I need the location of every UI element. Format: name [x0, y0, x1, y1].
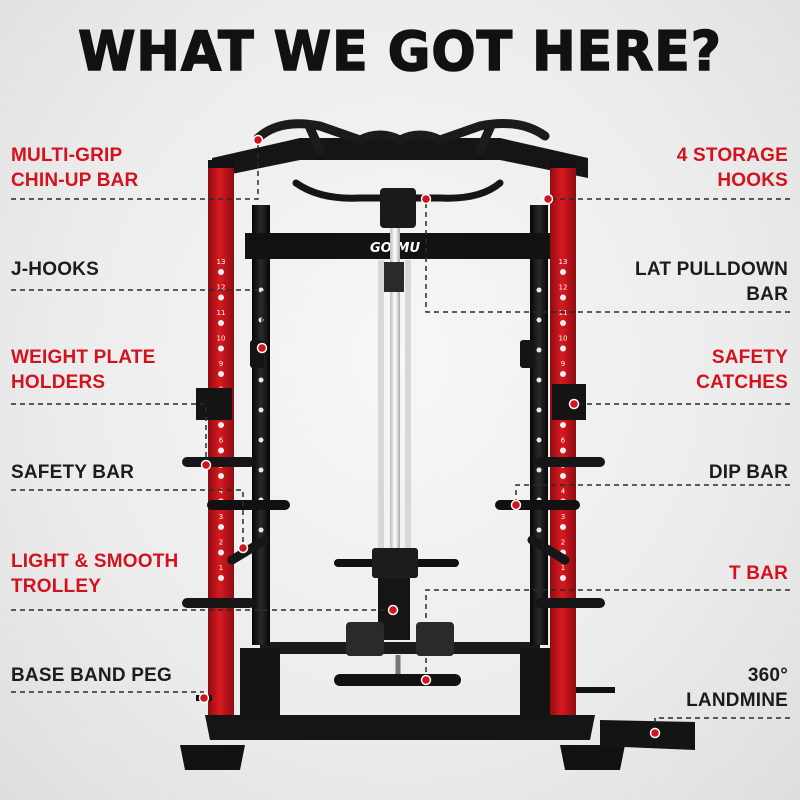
label-multi-grip-chin-up-bar: MULTI-GRIP CHIN-UP BAR [11, 143, 138, 193]
hole-number: 10 [559, 335, 568, 343]
label-line: LANDMINE [686, 690, 788, 711]
upright-hole [560, 294, 566, 301]
hole-number: 1 [219, 564, 223, 572]
lat-pulldown-bar [292, 179, 504, 228]
upright-hole [218, 320, 224, 326]
label-line: CATCHES [696, 372, 788, 393]
hole-number: 4 [219, 488, 224, 496]
upright-hole [560, 269, 566, 275]
label-line: 4 STORAGE [676, 145, 788, 166]
callout-dots [198, 134, 661, 739]
page-title: WHAT WE GOT HERE? [77, 20, 722, 85]
upright-hole [560, 447, 566, 454]
label-line: SAFETY BAR [11, 462, 135, 483]
label-weight-plate-holders: WEIGHT PLATE HOLDERS [11, 345, 156, 395]
label-safety-catches: SAFETY CATCHES [696, 345, 788, 395]
label-lat-pulldown-bar: LAT PULLDOWN BAR [635, 257, 788, 307]
label-light-smooth-trolley: LIGHT & SMOOTH TROLLEY [11, 549, 178, 599]
chin-up-bar [253, 119, 550, 155]
label-line: J-HOOKS [11, 259, 99, 280]
label-line: WEIGHT PLATE [11, 347, 156, 368]
pulley [384, 262, 404, 292]
upright-hole [218, 345, 224, 352]
label-line: MULTI-GRIP [11, 145, 123, 166]
label-4-storage-hooks: 4 STORAGE HOOKS [677, 143, 788, 193]
front-upright-right [550, 160, 576, 715]
hole-number: 6 [561, 437, 566, 445]
label-line: LAT PULLDOWN [635, 259, 788, 280]
upright-hole [218, 549, 224, 556]
cable [390, 228, 400, 558]
guide-rod [405, 260, 411, 550]
label-j-hooks: J-HOOKS [11, 257, 99, 282]
hole-number: 9 [561, 360, 565, 368]
foot-roller-left [346, 622, 384, 656]
hole-number: 13 [559, 258, 568, 266]
upright-hole [560, 422, 566, 428]
safety-catches [196, 384, 586, 420]
hole-number: 12 [217, 284, 226, 292]
upright-hole [560, 371, 566, 377]
label-line: T BAR [728, 563, 788, 584]
label-safety-bar: SAFETY BAR [11, 460, 134, 485]
label-line: 360° [747, 665, 788, 686]
weight-plate-holders [182, 457, 605, 608]
upright-hole [218, 447, 224, 454]
hole-number: 9 [219, 360, 223, 368]
hole-number: 3 [219, 513, 223, 521]
label-line: TROLLEY [11, 576, 102, 597]
label-dip-bar: DIP BAR [709, 460, 788, 485]
label-line: HOLDERS [11, 372, 106, 393]
hole-number: 2 [219, 539, 223, 547]
upright-hole [218, 575, 224, 581]
rear-upright-right [530, 205, 548, 645]
upright-hole [560, 320, 566, 326]
hole-number: 4 [561, 488, 566, 496]
hole-number: 12 [559, 284, 568, 292]
label-line: DIP BAR [708, 462, 788, 483]
upright-hole [218, 269, 224, 275]
label-base-band-peg: BASE BAND PEG [11, 663, 172, 688]
label-line: LIGHT & SMOOTH [11, 551, 179, 572]
rear-upright-left [252, 205, 270, 645]
label-t-bar: T BAR [729, 561, 788, 586]
label-line: CHIN-UP BAR [11, 170, 139, 191]
hole-number: 1 [561, 564, 565, 572]
upright-hole [560, 345, 566, 352]
upright-hole [218, 422, 224, 428]
t-bar [227, 535, 570, 565]
callout-lines [11, 140, 790, 733]
label-line: BAR [746, 284, 788, 305]
upright-hole [218, 294, 224, 301]
label-360-landmine: 360° LANDMINE [686, 663, 788, 713]
upright-hole [560, 575, 566, 581]
hole-number: 13 [217, 258, 226, 266]
label-line: SAFETY [711, 347, 788, 368]
hole-number: 2 [561, 539, 565, 547]
hole-number: 11 [559, 309, 568, 317]
foot-roller-right [416, 622, 454, 656]
upright-hole [218, 371, 224, 377]
front-upright-left [208, 160, 234, 715]
hole-number: 11 [217, 309, 226, 317]
landmine [600, 720, 695, 750]
upright-hole [560, 473, 566, 479]
label-line: HOOKS [717, 170, 788, 191]
trolley [334, 548, 461, 686]
hole-number: 3 [561, 513, 565, 521]
hole-number: 6 [219, 437, 224, 445]
upright-hole [218, 473, 224, 479]
label-line: BASE BAND PEG [11, 665, 172, 686]
hole-number: 10 [217, 335, 226, 343]
guide-rod [378, 260, 384, 550]
upright-hole [218, 524, 224, 530]
upright-hole [560, 524, 566, 530]
